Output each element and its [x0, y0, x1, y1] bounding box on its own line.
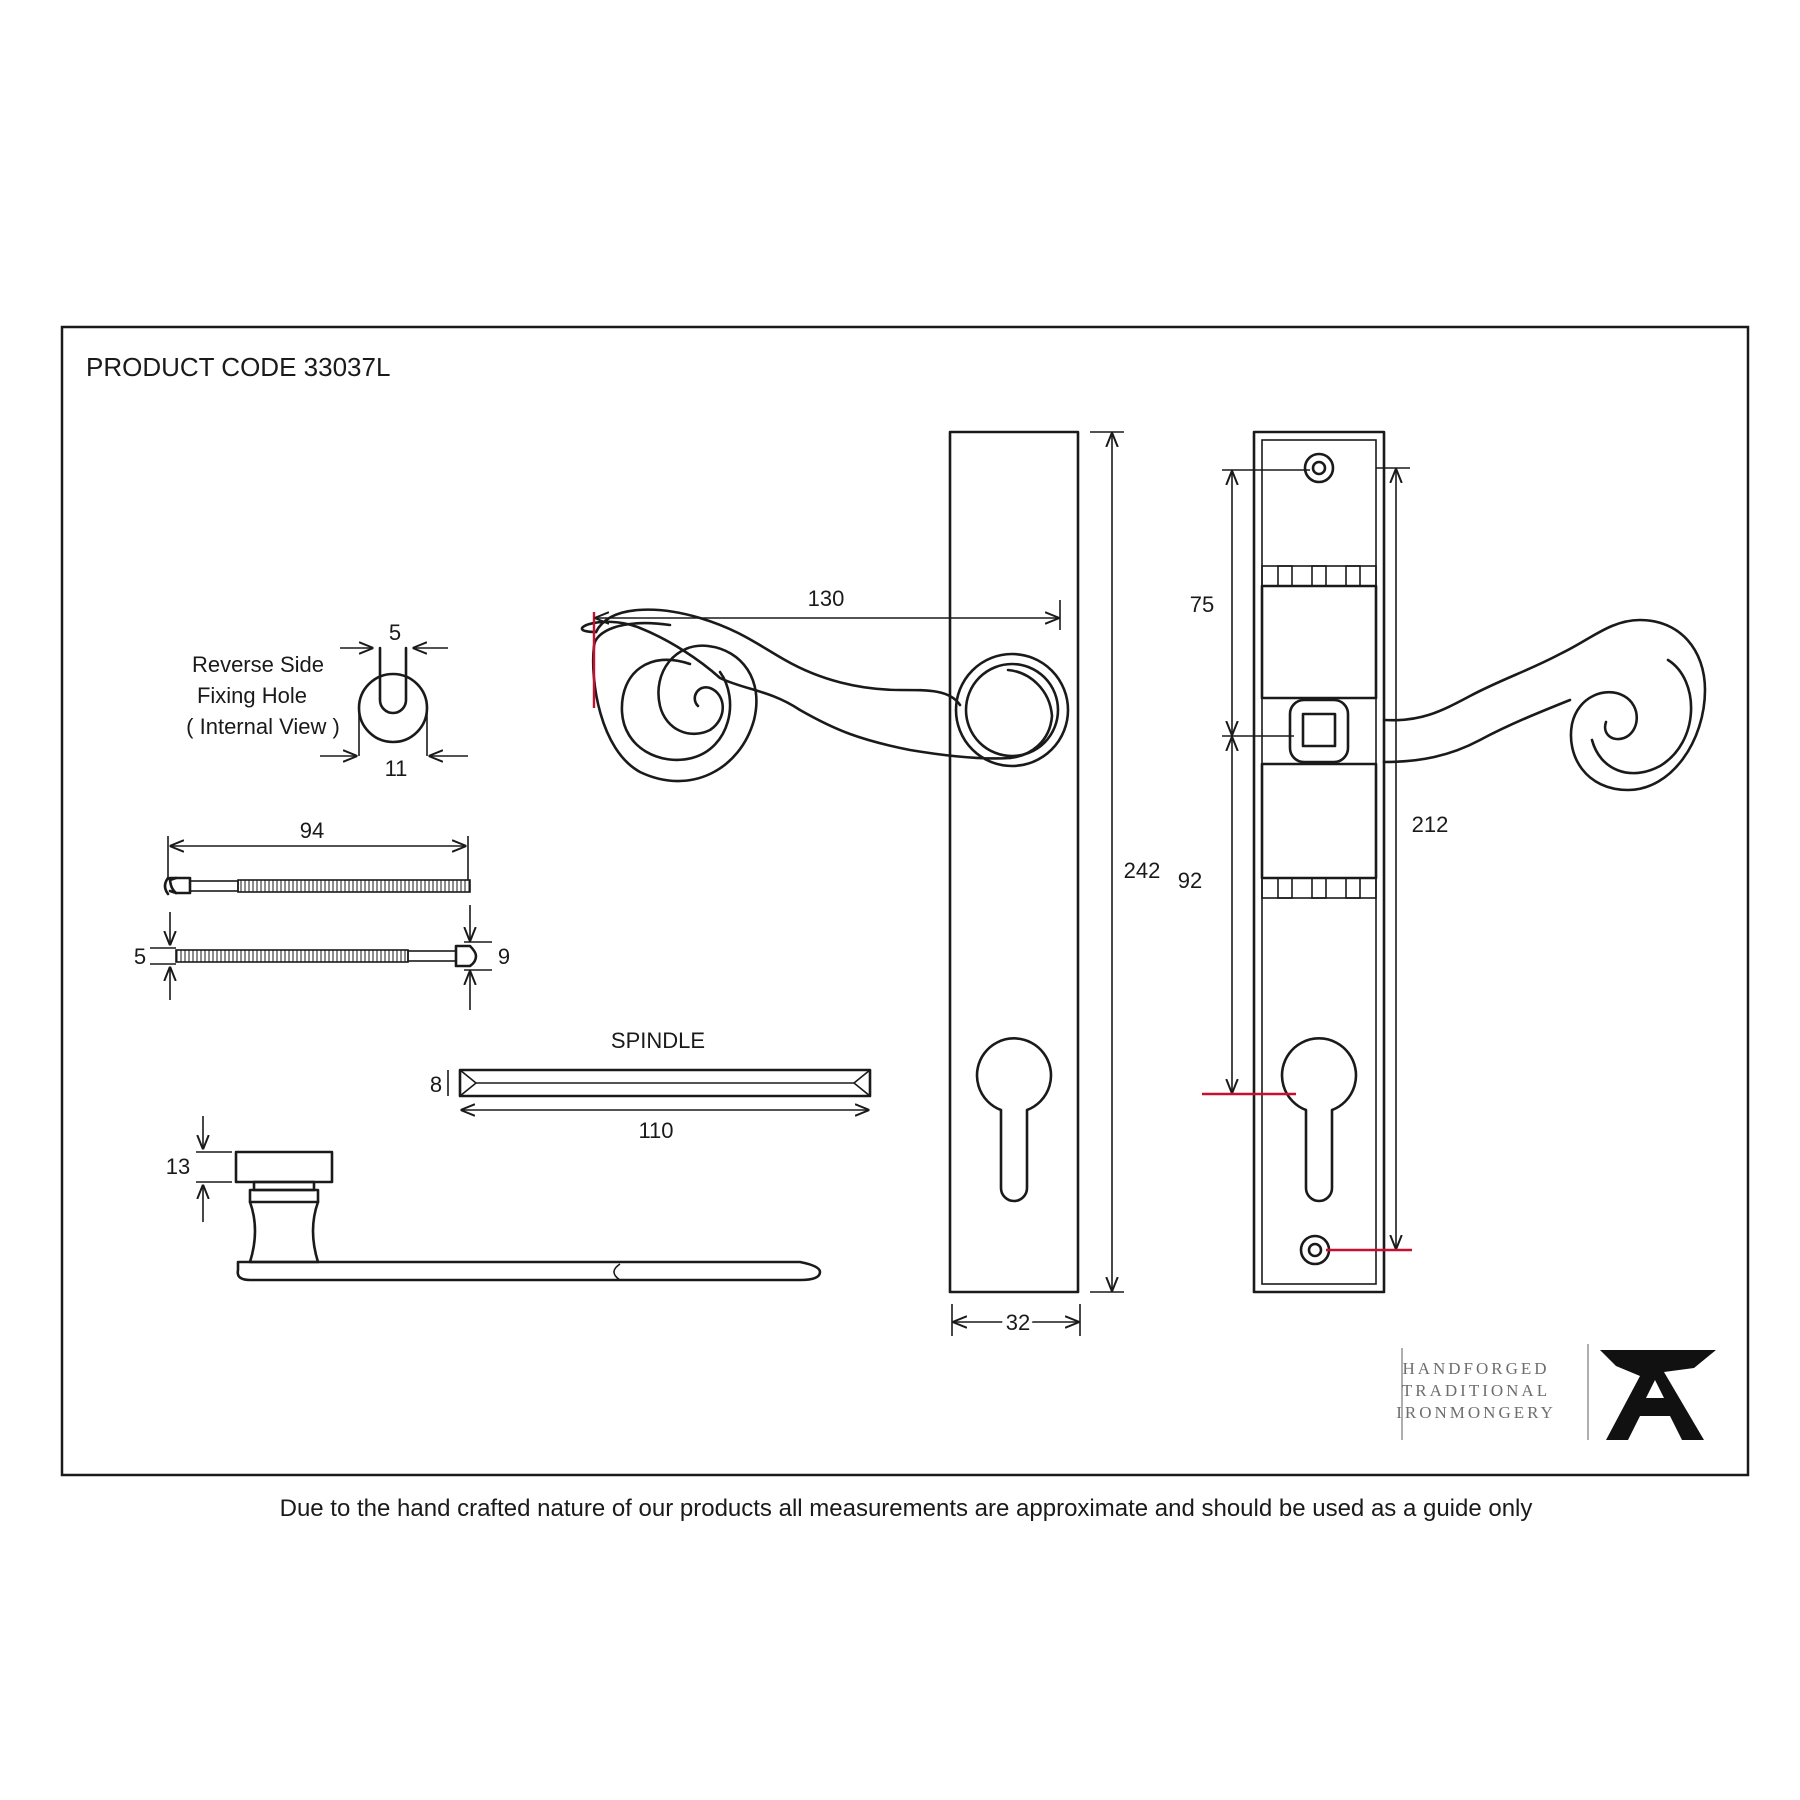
handle-side-view: 13 — [166, 1116, 822, 1282]
bolt-length-dim: 94 — [300, 818, 324, 843]
fixing-hole-label-3: ( Internal View ) — [186, 714, 340, 739]
lever-back — [1382, 618, 1707, 792]
top-fixing-dim: 75 — [1190, 592, 1214, 617]
front-backplate — [948, 430, 1080, 1294]
anvil-logo-icon — [1600, 1350, 1716, 1440]
fixing-hole-slot — [378, 646, 408, 715]
brand-block: HANDFORGED TRADITIONAL IRONMONGERY — [1396, 1344, 1716, 1440]
plate-height-dim: 242 — [1124, 858, 1161, 883]
brand-line-2: TRADITIONAL — [1402, 1381, 1550, 1400]
fixing-hole-detail: Reverse Side Fixing Hole ( Internal View… — [186, 620, 468, 781]
euro-cylinder-back — [1280, 1037, 1358, 1203]
lever-front — [580, 620, 1012, 760]
fixing-centres-dim: 212 — [1412, 812, 1449, 837]
plate-width-dim: 32 — [1006, 1310, 1030, 1335]
lever-length-dim: 130 — [808, 586, 845, 611]
fixing-hole-outer-dim: 11 — [385, 756, 408, 781]
brand-line-3: IRONMONGERY — [1396, 1403, 1556, 1422]
bolt-head-dim: 9 — [498, 944, 510, 969]
spindle-length-dim: 110 — [638, 1118, 673, 1143]
spindle-size-dim: 8 — [430, 1072, 442, 1097]
fixing-hole-label-1: Reverse Side — [192, 652, 324, 677]
drawing-frame — [60, 325, 1750, 1477]
bolt-top — [163, 876, 471, 896]
handle-front-view: 130 242 32 — [580, 430, 1161, 1339]
lower-centre-dim: 92 — [1178, 868, 1202, 893]
spindle-detail: SPINDLE 8 110 — [430, 1028, 872, 1143]
fixing-hole-inner-dim: 5 — [389, 620, 401, 645]
product-code: PRODUCT CODE 33037L — [86, 352, 390, 382]
bolt-bottom — [175, 944, 478, 968]
backplate-internal-view: 75 92 212 — [1178, 430, 1707, 1294]
spindle-label: SPINDLE — [611, 1028, 705, 1053]
disclaimer: Due to the hand crafted nature of our pr… — [280, 1495, 1533, 1522]
bolt-shank-dim: 5 — [134, 944, 146, 969]
euro-cylinder-front — [975, 1037, 1053, 1203]
lever-scroll-front — [591, 621, 758, 783]
fixing-bolts: 94 5 9 — [134, 818, 510, 1010]
brand-line-1: HANDFORGED — [1402, 1359, 1549, 1378]
fixing-hole-outer — [357, 672, 429, 744]
fixing-hole-label-2: Fixing Hole — [197, 683, 307, 708]
rose-height-dim: 13 — [166, 1154, 190, 1179]
